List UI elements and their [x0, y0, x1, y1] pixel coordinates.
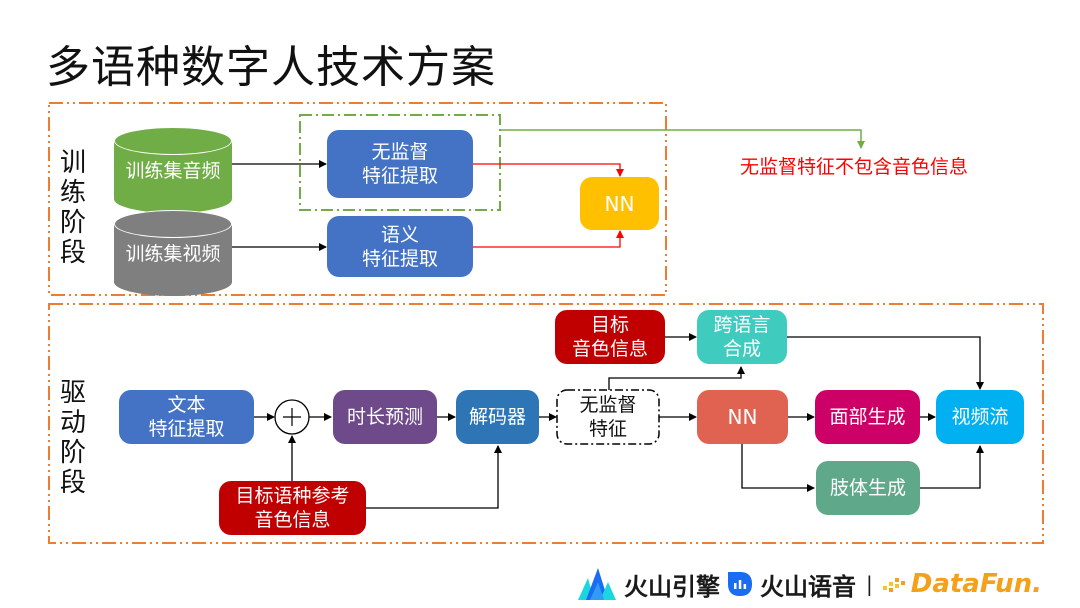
- arrow-semantic-to-nn: [473, 230, 624, 248]
- logo-separator: |: [866, 572, 873, 596]
- arrow-ref-to-decoder: [366, 445, 502, 509]
- cross-lang-synth-box: 跨语言 合成: [697, 310, 787, 364]
- training-stage-label: 训练阶段: [59, 148, 86, 268]
- arrow-group-to-note: [500, 129, 865, 149]
- dataset-video-cylinder: 训练集视频: [114, 210, 232, 300]
- footer-logos: 火山引擎 火山语音 | DataFun.: [578, 566, 1042, 602]
- arrow-nn-to-body: [741, 444, 815, 492]
- arrow-crosslang-to-video: [787, 336, 984, 390]
- video-stream-box: 视频流: [936, 390, 1024, 444]
- volcengine-logo-icon: [578, 568, 616, 600]
- driving-stage-label: 驱动阶段: [59, 378, 86, 498]
- datafun-dots-icon: [882, 578, 905, 592]
- arrow-body-to-video: [920, 445, 984, 489]
- datafun-logo-text: DataFun.: [910, 569, 1043, 599]
- decoder-box: 解码器: [456, 390, 539, 444]
- driving-nn-box: NN: [697, 390, 788, 444]
- unsup-extractor-box: 无监督 特征提取: [327, 130, 473, 198]
- arrow-unsup-to-nn: [473, 163, 624, 177]
- volcano-voice-logo-text: 火山语音: [760, 572, 856, 601]
- dataset-audio-cylinder: 训练集音频: [114, 127, 232, 217]
- dataset-audio-label: 训练集音频: [125, 160, 221, 182]
- semantic-extractor-box: 语义 特征提取: [327, 216, 473, 277]
- face-generation-box: 面部生成: [815, 390, 920, 444]
- training-nn-box: NN: [580, 177, 659, 230]
- target-timbre-box: 目标 音色信息: [555, 310, 665, 364]
- text-feature-box: 文本 特征提取: [119, 390, 254, 444]
- arrow-unsup-to-crosslang: [608, 366, 745, 390]
- page-title: 多语种数字人技术方案: [46, 42, 496, 93]
- timbre-note: 无监督特征不包含音色信息: [740, 156, 969, 178]
- plus-circle: [274, 399, 310, 435]
- dataset-video-label: 训练集视频: [125, 243, 221, 265]
- ref-timbre-box: 目标语种参考 音色信息: [219, 481, 366, 535]
- body-generation-box: 肢体生成: [816, 461, 920, 515]
- unsup-feature-box: 无监督 特征: [579, 394, 637, 440]
- volcano-voice-logo-icon: [728, 572, 752, 596]
- duration-predict-box: 时长预测: [333, 390, 437, 444]
- volcengine-logo-text: 火山引擎: [624, 572, 720, 601]
